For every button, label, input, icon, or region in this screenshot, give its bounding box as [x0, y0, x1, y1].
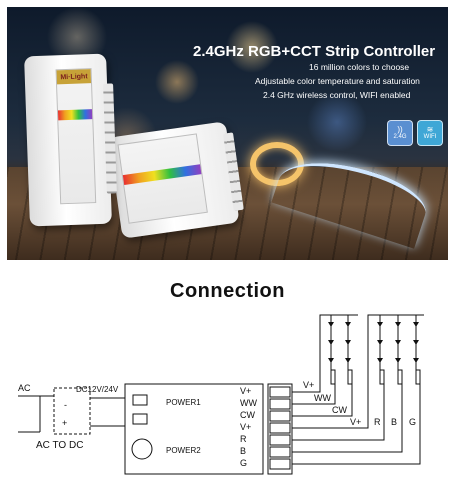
wire-label: R [374, 417, 381, 427]
wire-label: WW [314, 393, 331, 403]
terminal-label: G [240, 458, 248, 468]
ac-input-label: AC [18, 383, 31, 393]
terminal-label: WW [240, 398, 257, 408]
badge-label: 2.4G [393, 134, 407, 140]
led-strip-reel [250, 142, 304, 186]
banner-title: 2.4GHz RGB+CCT Strip Controller [193, 43, 436, 60]
wire-label: V+ [303, 380, 315, 390]
wire-label: V+ [350, 417, 362, 427]
power1-label: POWER1 [166, 398, 201, 407]
badge-wifi: ≋ WIFI [417, 120, 443, 146]
terminal-label: V+ [240, 386, 252, 396]
terminal-label: V+ [240, 422, 252, 432]
product-banner: Mi·Light 2.4GHz RGB+CCT Strip Controller… [7, 7, 448, 260]
badge-2-4g: )) 2.4G [387, 120, 413, 146]
section-title: Connection [170, 280, 285, 302]
psu-plus-label: + [62, 418, 68, 428]
badge-label: WIFI [423, 134, 437, 140]
power2-label: POWER2 [166, 446, 201, 455]
terminal-label: B [240, 446, 247, 456]
wire-label: G [409, 417, 417, 427]
feature-line: 2.4 GHz wireless control, WIFI enabled [263, 90, 411, 100]
terminal-label: R [240, 434, 247, 444]
wire-label: CW [332, 405, 347, 415]
wifi-icon: ≋ [426, 125, 434, 134]
terminal-label: CW [240, 410, 255, 420]
psu-minus-label: - [64, 400, 67, 410]
feature-line: Adjustable color temperature and saturat… [255, 76, 420, 86]
dc-output-label: DC12V/24V [76, 385, 119, 394]
feature-line: 16 million colors to choose [309, 62, 410, 72]
psu-label: AC TO DC [36, 440, 84, 451]
wireless-icon: )) [397, 125, 403, 134]
wire-label: B [391, 417, 398, 427]
